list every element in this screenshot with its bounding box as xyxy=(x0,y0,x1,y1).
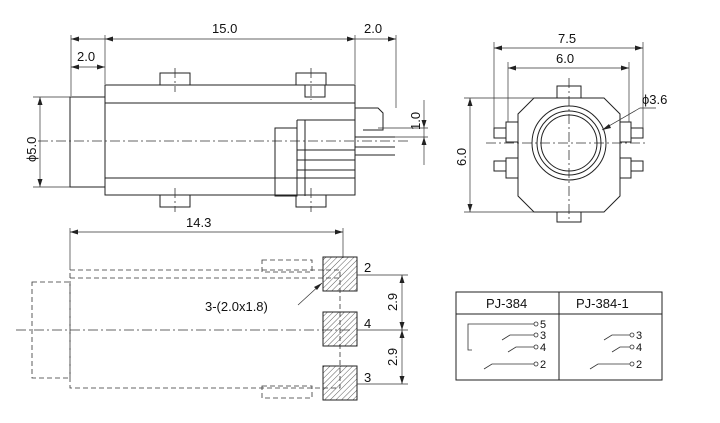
dim-pin-1: 1.0 xyxy=(408,112,423,130)
dim-length-15: 15.0 xyxy=(212,21,237,36)
dim-hole-3-6: ϕ3.6 xyxy=(642,92,667,107)
schematic-pj-384: 5 3 4 2 xyxy=(467,319,546,371)
pad-label-4: 4 xyxy=(364,316,371,331)
pin-label-3: 3 xyxy=(540,330,546,342)
dim-footprint-14-3: 14.3 xyxy=(186,215,211,230)
dim-width-7-5: 7.5 xyxy=(558,31,576,46)
dim-height-6: 6.0 xyxy=(454,148,469,166)
front-view: 7.5 6.0 6.0 ϕ3.6 xyxy=(454,31,667,223)
side-view: 15.0 2.0 2.0 ϕ5.0 1.0 xyxy=(24,21,428,212)
pad-3 xyxy=(322,365,358,401)
pin-label-2: 2 xyxy=(540,359,546,371)
rear-terminal-block xyxy=(274,127,298,197)
front-jack-hole xyxy=(540,114,598,172)
pin-label-2-right: 2 xyxy=(636,359,642,371)
dim-diameter-5: ϕ5.0 xyxy=(24,137,39,162)
schematic-pj-384-1: 3 4 2 xyxy=(589,330,642,371)
pad-label-2: 2 xyxy=(364,260,371,275)
footprint-collar-outline xyxy=(31,281,71,379)
pad-4 xyxy=(322,311,358,347)
pad-label-3: 3 xyxy=(364,370,371,385)
pin-label-4: 4 xyxy=(540,342,546,354)
rear-pin-bent xyxy=(355,107,384,131)
pin-label-4-right: 4 xyxy=(636,342,642,354)
pad-2 xyxy=(322,256,358,292)
dim-pitch-upper: 2.9 xyxy=(385,293,400,311)
schematic-table: PJ-384 PJ-384-1 5 3 4 2 3 4 2 xyxy=(455,291,663,381)
dim-width-6: 6.0 xyxy=(556,51,574,66)
dim-rear-2: 2.0 xyxy=(364,21,382,36)
model-pj-384-1: PJ-384-1 xyxy=(576,296,629,311)
dim-front-2: 2.0 xyxy=(77,49,95,64)
dim-pitch-lower: 2.9 xyxy=(385,348,400,366)
front-outer-ring xyxy=(531,105,607,181)
side-front-collar xyxy=(69,96,106,188)
model-pj-384: PJ-384 xyxy=(486,296,527,311)
pin-label-5: 5 xyxy=(540,319,546,331)
side-body xyxy=(104,84,356,196)
footprint-view: 14.3 2 4 3 3-(2.0x1.8) 2.9 2.9 xyxy=(16,215,408,401)
footprint-body-outline xyxy=(69,269,341,389)
pad-size-note: 3-(2.0x1.8) xyxy=(205,299,268,314)
pin-label-3-right: 3 xyxy=(636,330,642,342)
